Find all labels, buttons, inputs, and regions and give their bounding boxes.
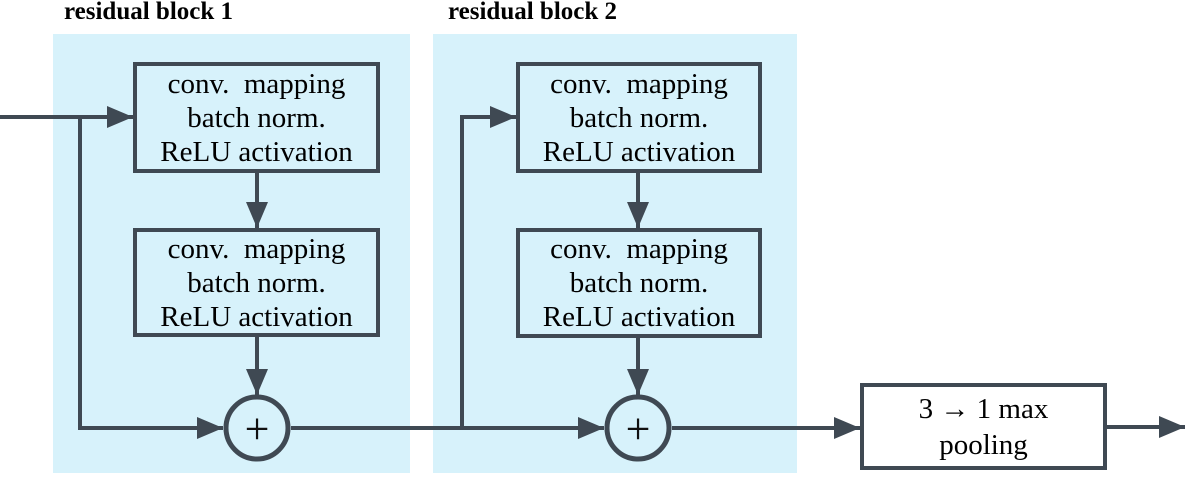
block2-conv-box-2: conv. mapping batch norm. ReLU activatio… bbox=[516, 228, 762, 338]
plus-icon: + bbox=[626, 405, 651, 454]
conv-box-line: batch norm. bbox=[187, 266, 326, 299]
max-pooling-box: 3 → 1 max pooling bbox=[860, 383, 1107, 470]
conv-box-line: ReLU activation bbox=[160, 300, 353, 333]
conv-box-line: batch norm. bbox=[569, 267, 709, 299]
skip-connection-2 bbox=[460, 106, 516, 428]
conv-box-line: ReLU activation bbox=[542, 301, 736, 333]
conv-box-line: conv. mapping bbox=[550, 233, 728, 265]
plus-icon: + bbox=[245, 405, 270, 454]
conv-box-line: batch norm. bbox=[187, 101, 326, 134]
block1-conv-box-1: conv. mapping batch norm. ReLU activatio… bbox=[133, 62, 380, 173]
max-pooling-line: 3 → 1 max bbox=[918, 392, 1049, 425]
residual-block-1-title: residual block 1 bbox=[64, 0, 234, 25]
sum-node-2-circle bbox=[604, 394, 672, 462]
skip-connection-1 bbox=[78, 115, 223, 439]
conv-box-line: ReLU activation bbox=[542, 135, 736, 168]
block1-conv-box-2: conv. mapping batch norm. ReLU activatio… bbox=[133, 228, 380, 337]
conv-box-line: conv. mapping bbox=[550, 67, 728, 100]
conv-box-line: conv. mapping bbox=[167, 232, 346, 265]
max-pooling-line: pooling bbox=[939, 428, 1028, 461]
conv-box-line: conv. mapping bbox=[167, 67, 346, 100]
conv-box-line: batch norm. bbox=[569, 101, 709, 134]
conv-box-line: ReLU activation bbox=[160, 135, 353, 168]
sum-node-1-circle bbox=[223, 394, 291, 462]
block2-conv-box-1: conv. mapping batch norm. ReLU activatio… bbox=[516, 62, 762, 173]
residual-block-2-title: residual block 2 bbox=[448, 0, 618, 25]
